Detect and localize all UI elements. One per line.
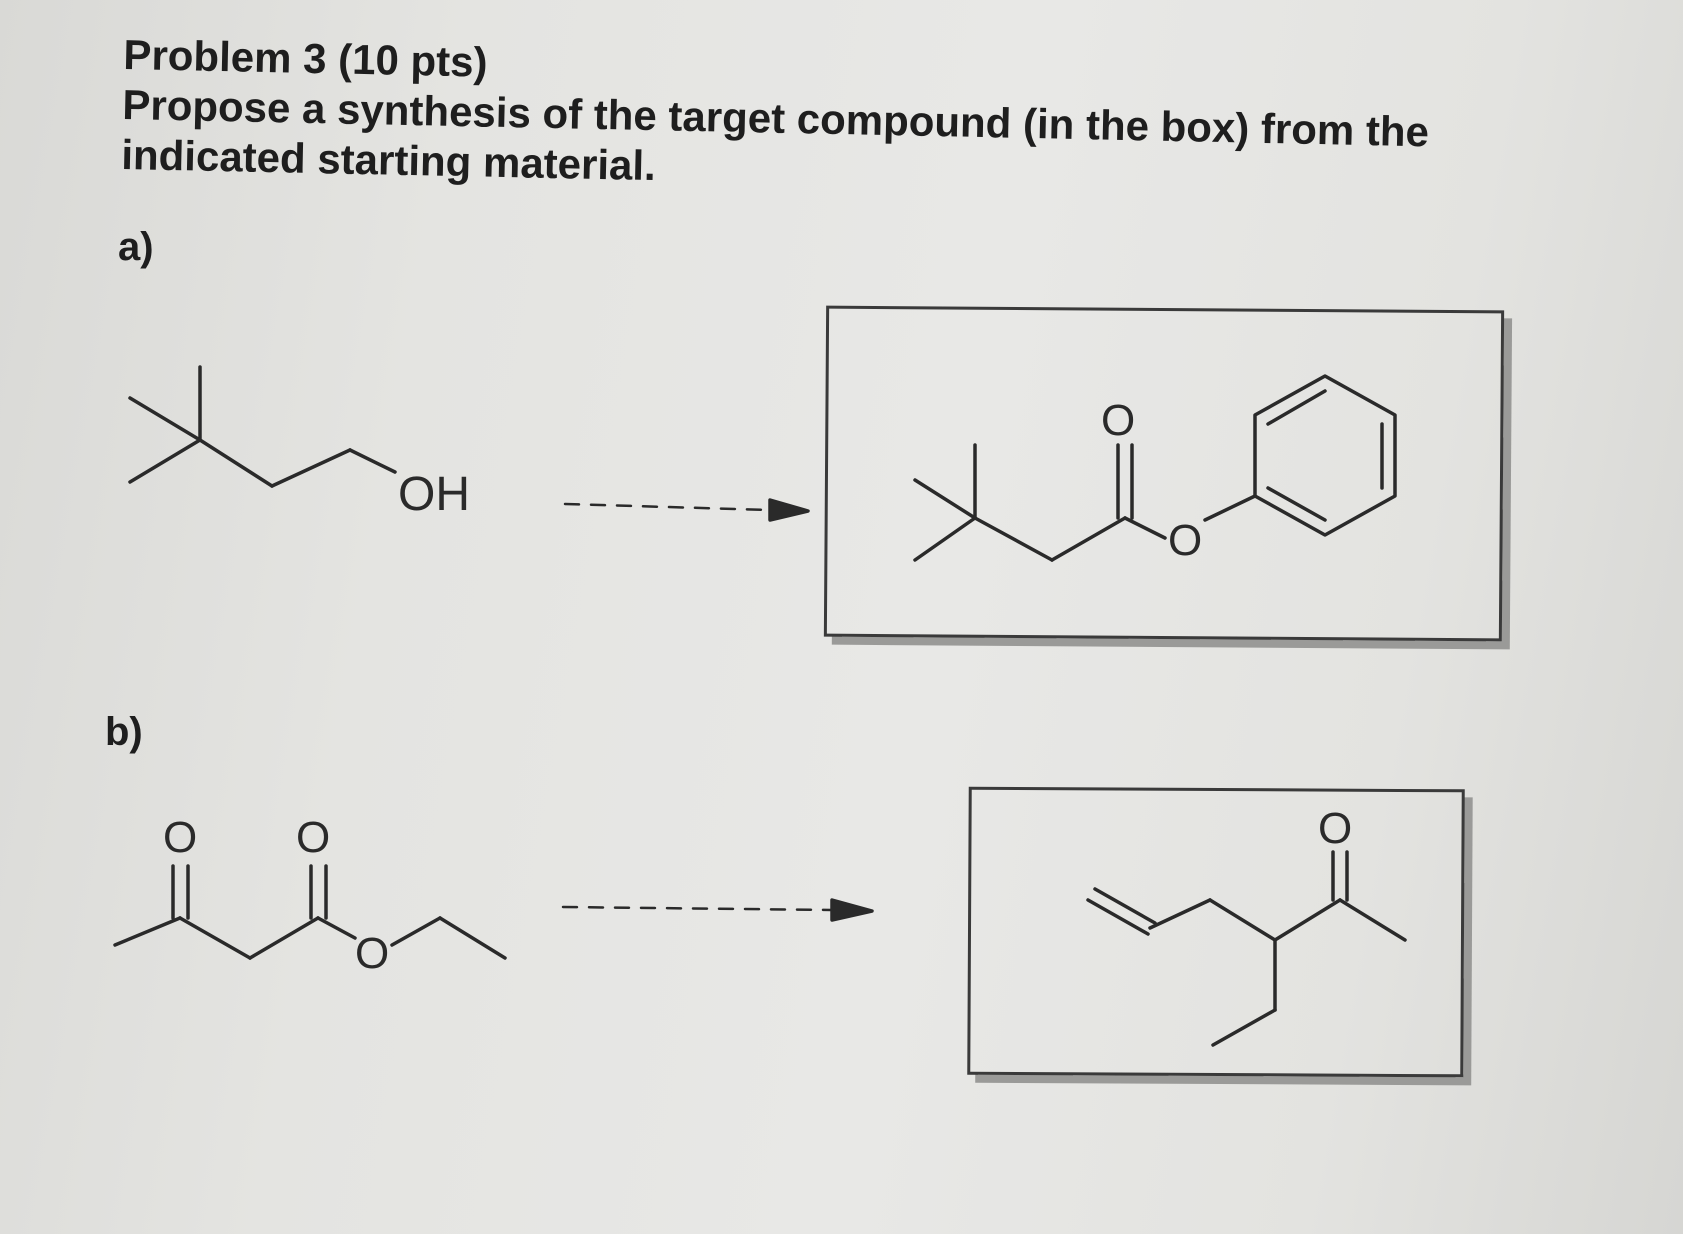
- hydroxyl-atom-label: OH: [398, 468, 470, 521]
- ester-carbonyl-oxygen: O: [296, 813, 330, 862]
- part-a-label: a): [118, 225, 154, 269]
- bond: [270, 448, 352, 488]
- carbonyl-oxygen: O: [1101, 396, 1135, 445]
- ester-oxygen-b: O: [355, 929, 389, 978]
- ester-oxygen: O: [1168, 516, 1202, 565]
- bond: [128, 438, 202, 484]
- ketone-oxygen: O: [163, 813, 197, 862]
- bond: [198, 438, 274, 488]
- ketone-oxygen-target: O: [1318, 804, 1352, 853]
- part-b-label: b): [105, 710, 143, 754]
- bond: [348, 448, 397, 474]
- bond: [128, 396, 202, 442]
